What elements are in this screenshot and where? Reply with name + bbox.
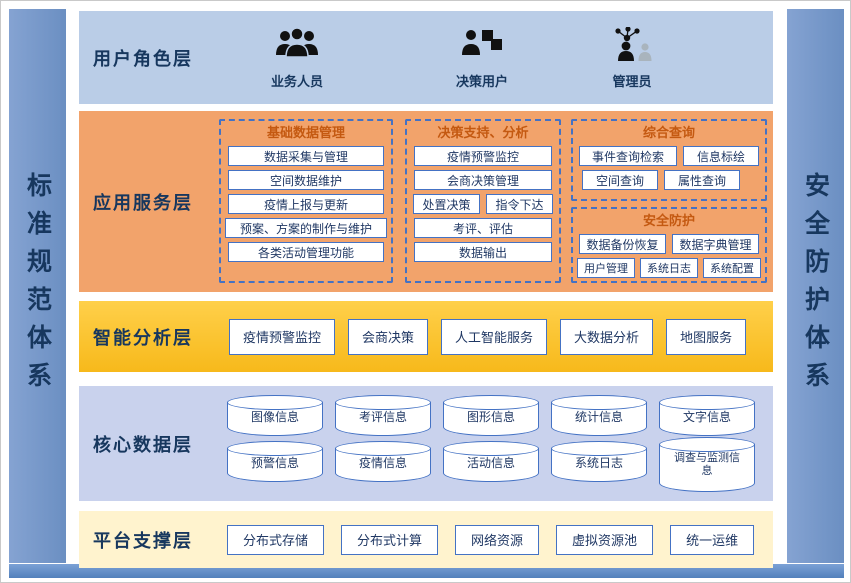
role-label: 决策用户: [455, 74, 508, 89]
module-box: 空间数据维护: [228, 170, 384, 190]
cylinder-label: 预警信息: [250, 456, 299, 470]
panel-decision-support: 决策支持、分析 疫情预警监控 会商决策管理 处置决策 指令下达 考评、评估 数据…: [405, 119, 561, 283]
right-pillar-security: 安全防护体系: [787, 9, 844, 563]
database-cylinder: 调查与监测信息: [659, 437, 755, 492]
module-box: 预案、方案的制作与维护: [225, 218, 387, 238]
panel-basic-data-management: 基础数据管理 数据采集与管理 空间数据维护 疫情上报与更新 预案、方案的制作与维…: [219, 119, 393, 283]
database-cylinder: 活动信息: [443, 441, 539, 482]
left-pillar-label: 标准规范体系: [23, 172, 52, 400]
module-box: 系统配置: [703, 258, 761, 278]
cylinder-label: 系统日志: [574, 456, 623, 470]
platform-box: 统一运维: [670, 524, 755, 555]
platform-box: 分布式存储: [227, 524, 325, 555]
layer-intelligent-analysis-label: 智能分析层: [93, 327, 193, 348]
service-box: 会商决策: [348, 318, 429, 355]
module-box: 信息标绘: [683, 146, 759, 166]
layer-user-role-label: 用户角色层: [93, 48, 193, 69]
panel-title: 安全防护: [642, 213, 695, 228]
cylinder-label: 考评信息: [358, 410, 407, 424]
service-box: 地图服务: [666, 318, 747, 355]
layer-app-service-label: 应用服务层: [93, 192, 193, 213]
people-group-icon: [251, 23, 343, 63]
database-cylinder: 预警信息: [227, 441, 323, 482]
cylinder-label: 图形信息: [466, 410, 515, 424]
panel-comprehensive-query: 综合查询 事件查询检索 信息标绘 空间查询 属性查询: [571, 119, 767, 201]
module-box: 事件查询检索: [579, 146, 677, 166]
layer-app-service: 应用服务层 基础数据管理 数据采集与管理 空间数据维护 疫情上报与更新 预案、方…: [79, 111, 773, 292]
role-label: 业务人员: [270, 74, 323, 89]
database-cylinder: 统计信息: [551, 395, 647, 436]
layer-platform-support-label: 平台支撑层: [93, 530, 193, 551]
service-box: 疫情预警监控: [229, 318, 336, 355]
cylinder-label: 调查与监测信息: [674, 452, 740, 477]
module-box: 数据备份恢复: [579, 234, 666, 254]
module-box: 数据输出: [414, 242, 552, 262]
database-cylinder: 文字信息: [659, 395, 755, 436]
platform-box: 网络资源: [455, 524, 540, 555]
layer-user-role: 用户角色层 业务人员: [79, 11, 773, 104]
platform-box: 虚拟资源池: [556, 524, 654, 555]
cylinder-label: 统计信息: [574, 410, 623, 424]
cylinder-label: 疫情信息: [358, 456, 407, 470]
module-box: 疫情预警监控: [414, 146, 552, 166]
module-box: 处置决策: [413, 194, 480, 214]
module-box: 数据字典管理: [672, 234, 759, 254]
cylinder-label: 图像信息: [250, 410, 299, 424]
cylinder-label: 文字信息: [682, 410, 731, 424]
module-box: 数据采集与管理: [228, 146, 384, 166]
module-box: 系统日志: [640, 258, 698, 278]
service-box: 人工智能服务: [441, 318, 548, 355]
database-cylinder: 图形信息: [443, 395, 539, 436]
role-decision-user: 决策用户: [436, 23, 528, 90]
module-box: 空间查询: [582, 170, 658, 190]
module-box: 各类活动管理功能: [228, 242, 384, 262]
module-box: 属性查询: [664, 170, 740, 190]
layer-platform-support: 平台支撑层 分布式存储 分布式计算 网络资源 虚拟资源池 统一运维: [79, 511, 773, 568]
database-cylinder: 图像信息: [227, 395, 323, 436]
module-box: 会商决策管理: [414, 170, 552, 190]
database-cylinder: 系统日志: [551, 441, 647, 482]
module-box: 疫情上报与更新: [228, 194, 384, 214]
right-pillar-label: 安全防护体系: [801, 172, 830, 400]
module-box: 指令下达: [486, 194, 553, 214]
layer-core-data: 核心数据层 图像信息 考评信息 图形信息 统计信息 文字信息 预警信息 疫情信息…: [79, 386, 773, 501]
panel-title: 综合查询: [642, 125, 695, 140]
panel-title: 决策支持、分析: [437, 125, 529, 140]
left-pillar-standards: 标准规范体系: [9, 9, 66, 563]
database-cylinder: 考评信息: [335, 395, 431, 436]
layer-intelligent-analysis: 智能分析层 疫情预警监控 会商决策 人工智能服务 大数据分析 地图服务: [79, 301, 773, 372]
module-box: 考评、评估: [414, 218, 552, 238]
platform-box: 分布式计算: [341, 524, 439, 555]
role-business-user: 业务人员: [251, 23, 343, 90]
panel-title: 基础数据管理: [266, 125, 345, 140]
role-administrator: 管理员: [586, 23, 678, 90]
layer-core-data-label: 核心数据层: [93, 434, 193, 455]
role-label: 管理员: [612, 74, 652, 89]
database-cylinder: 疫情信息: [335, 441, 431, 482]
cylinder-label: 活动信息: [466, 456, 515, 470]
service-box: 大数据分析: [560, 318, 654, 355]
panel-security-protection: 安全防护 数据备份恢复 数据字典管理 用户管理 系统日志 系统配置: [571, 207, 767, 283]
decision-user-icon: [436, 23, 528, 63]
admin-network-icon: [586, 23, 678, 63]
module-box: 用户管理: [577, 258, 635, 278]
